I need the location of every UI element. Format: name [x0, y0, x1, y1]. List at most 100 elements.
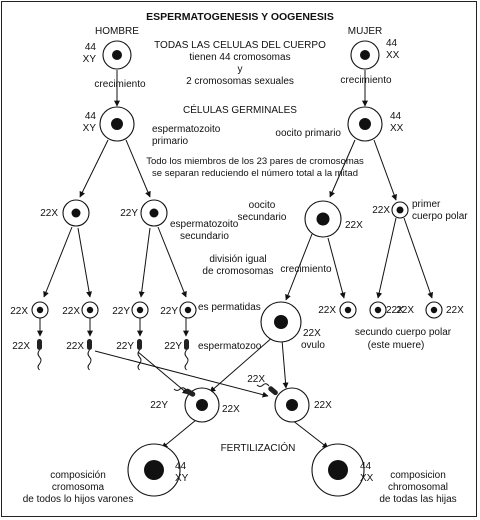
- chrom-sz2: 22X: [66, 341, 84, 352]
- spermatozoa: [37, 339, 278, 397]
- text-labels: ESPERMATOGENESIS Y OOGENESIS HOMBRE MUJE…: [10, 11, 468, 505]
- cell-hija: [311, 443, 365, 497]
- cell-primer-cuerpo-polar: [391, 201, 409, 219]
- body-cells-line4: 2 cromosomas sexuales: [186, 76, 294, 87]
- label-oocito-sec-1: oocito: [249, 200, 276, 211]
- chrom-mujer-xx: XX: [386, 50, 400, 61]
- arrow-oocyte-to-secondary: [329, 139, 356, 198]
- label-comp-right-3: de todas las hijas: [379, 494, 456, 505]
- espermatozoo-entrando-der: [256, 383, 278, 396]
- chrom-mujer-44: 44: [386, 38, 398, 49]
- chrom-fert-left-x: 22X: [222, 404, 240, 415]
- label-oocito-sec-2: secundario: [238, 212, 287, 223]
- label-espermatozoito-primario-2: primario: [152, 136, 189, 147]
- arrow-fert-left-to-son: [161, 419, 197, 449]
- body-cells-line3: y: [238, 64, 243, 75]
- arrow-primary-to-sec-x: [79, 139, 109, 198]
- arrow-primary-to-sec-y: [125, 139, 151, 198]
- label-segundo-cuerpo-1: secundo cuerpo polar: [355, 327, 452, 338]
- chrom-child-right-44: 44: [360, 461, 372, 472]
- arrow-sec-y-to-sp4: [157, 226, 187, 298]
- label-crecimiento-mujer: crecimiento: [340, 75, 392, 86]
- chrom-germ-left-44: 44: [85, 111, 97, 122]
- label-division-1: división igual: [209, 254, 266, 265]
- arrow-polar-to-pb-c: [376, 217, 397, 299]
- chrom-child-right-xx: XX: [360, 473, 374, 484]
- label-primer-cuerpo-1: primer: [412, 199, 441, 210]
- label-comp-right-2: chromosomal: [388, 482, 448, 493]
- chrom-ovulo: 22X: [303, 328, 321, 339]
- label-comp-left-1: composición: [50, 470, 106, 481]
- cell-polar-d: [425, 301, 443, 319]
- arrow-secondary-to-polar2: [327, 237, 346, 299]
- chrom-pb-c: 22X: [396, 305, 414, 316]
- chrom-pb-d: 22X: [446, 305, 464, 316]
- cell-hombre: [102, 40, 132, 70]
- cell-espermatozoito-secundario-y: [140, 199, 168, 227]
- label-comp-left-2: cromosoma: [52, 482, 105, 493]
- chrom-pb-b: 22X: [386, 305, 404, 316]
- label-primer-cuerpo-2: cuerpo polar: [412, 211, 468, 222]
- chrom-oocito-sec: 22X: [345, 220, 363, 231]
- label-segundo-cuerpo-2: (este muere): [368, 340, 425, 351]
- label-ovulo: ovulo: [301, 340, 325, 351]
- cell-espermatida-1: [31, 301, 49, 319]
- cell-espermatozoito-primario: [99, 106, 135, 142]
- connector-lines: [37, 70, 434, 449]
- cell-espermatida-3: [131, 301, 149, 319]
- cell-polar-c: [369, 301, 387, 319]
- chrom-sec-x: 22X: [40, 208, 58, 219]
- chrom-sz1: 22X: [12, 341, 30, 352]
- chrom-hombre-xy: XY: [83, 54, 97, 65]
- label-espermatidas: es permatidas: [198, 302, 261, 313]
- cell-oocito-primario: [347, 106, 383, 142]
- label-oocito-primario: oocito primario: [275, 128, 341, 139]
- label-espermatozoito-sec-1: espermatozoito: [170, 219, 239, 230]
- espermatozoo-1: [37, 339, 42, 371]
- cell-espermatida-4: [179, 301, 197, 319]
- espermatozoo-entrando-izq: [173, 387, 196, 397]
- label-comp-right-1: composicion: [390, 470, 446, 481]
- cell-mujer: [350, 40, 380, 70]
- chrom-sp3: 22Y: [112, 306, 130, 317]
- arrow-ovulo-to-fert-left: [209, 335, 275, 393]
- label-crecimiento-hombre: crecimiento: [94, 79, 146, 90]
- chrom-germ-right-44: 44: [390, 111, 402, 122]
- label-fertilizacion: FERTILIZACIÓN: [221, 441, 296, 454]
- label-mujer: MUJER: [348, 26, 382, 37]
- cell-ovulo: [260, 301, 302, 343]
- chrom-sp2: 22X: [62, 306, 80, 317]
- chrom-sp4: 22Y: [160, 306, 178, 317]
- cell-polar-a: [339, 301, 357, 319]
- arrow-sec-x-to-sp2: [77, 227, 93, 298]
- chrom-sec-y: 22Y: [120, 208, 138, 219]
- label-espermatozoo: espermatozoo: [198, 341, 262, 352]
- chrom-pb-a: 22X: [318, 305, 336, 316]
- chrom-fert-right-x1: 22X: [247, 374, 265, 385]
- chrom-child-left-44: 44: [175, 461, 187, 472]
- label-espermatozoito-primario-1: espermatozoito: [152, 124, 221, 135]
- arrow-sz2-to-fert-right: [94, 350, 269, 398]
- arrow-secondary-to-ovulo: [285, 233, 313, 301]
- arrow-fert-right-to-daughter: [291, 419, 329, 449]
- label-hombre: HOMBRE: [95, 26, 139, 37]
- arrow-ovulo-to-fert-right: [281, 339, 289, 389]
- espermatozoo-3: [137, 339, 142, 371]
- chrom-child-left-xy: XY: [175, 473, 189, 484]
- diagram-title: ESPERMATOGENESIS Y OOGENESIS: [146, 11, 334, 23]
- chrom-sz3: 22Y: [116, 341, 134, 352]
- arrow-sec-y-to-sp3: [138, 227, 151, 298]
- cell-fertilizado-mujer: [274, 387, 310, 423]
- espermatozoo-4: [184, 339, 189, 371]
- body-cells-line1: TODAS LAS CELULAS DEL CUERPO: [154, 40, 326, 51]
- label-espermatozoito-sec-2: secundario: [180, 231, 229, 242]
- body-cells-line2: tienen 44 cromosomas: [189, 52, 290, 63]
- chrom-primer-polar: 22X: [372, 205, 390, 216]
- espermatozoo-2: [87, 339, 92, 371]
- arrow-oocyte-to-polar: [373, 139, 397, 201]
- cell-espermatozoito-secundario-x: [62, 199, 90, 227]
- meiosis-note-line2: se separan reduciendo el número total a …: [152, 168, 358, 179]
- chrom-fert-right-x2: 22X: [314, 400, 332, 411]
